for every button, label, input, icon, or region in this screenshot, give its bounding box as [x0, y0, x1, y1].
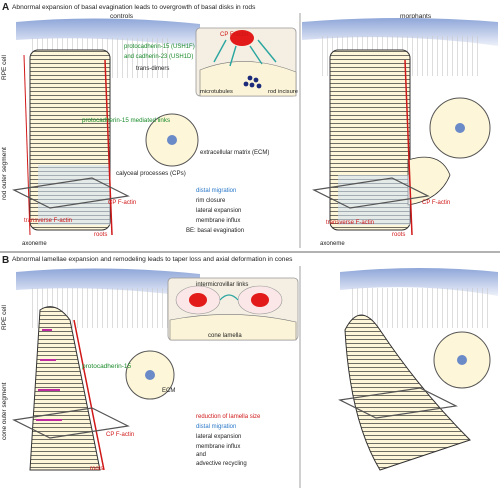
- inset-rod-incisure: rod incisure: [268, 89, 298, 95]
- section-plane-left: [12, 177, 130, 209]
- legend-b-item-2: lateral expansion: [196, 434, 241, 440]
- transverse-factin-label: transverse F-actin: [24, 218, 72, 224]
- side-label-a: rod outer segment: [1, 147, 8, 200]
- microtubules: [243, 75, 262, 89]
- panel-a-letter: A: [2, 2, 9, 13]
- pcdh15-label-b: protocadherin-15: [82, 363, 132, 370]
- cp-factin-label: CP F-actin: [108, 200, 136, 206]
- cone-outer-segment-left: [29, 306, 101, 471]
- cp-factin-left: [104, 59, 113, 236]
- panel-b: B Abnormal lamellae expansion and remode…: [0, 251, 500, 488]
- calyceal-label: calyceal processes (CPs): [116, 170, 186, 177]
- legend-a-item-2: lateral expansion: [196, 208, 241, 214]
- legend-b-item-4: and: [196, 452, 206, 458]
- microvillus-right-actin: [251, 293, 269, 307]
- trans-dimer-links: [213, 39, 277, 67]
- intermicrovillar-link: [219, 294, 239, 301]
- legend-b: reduction of lamella size distal migrati…: [196, 414, 261, 467]
- axoneme-label: axoneme: [22, 241, 47, 247]
- cone-lamella-shape: [169, 314, 297, 341]
- overgrown-basal-disks: [407, 156, 451, 206]
- panel-b-letter: B: [2, 255, 9, 266]
- cp-factin-label-b: CP F-actin: [106, 432, 134, 438]
- roots-label-r: roots: [392, 232, 405, 238]
- inset-cp-factin: CP F-actin: [220, 32, 248, 38]
- cone-axoneme-cross-left: [145, 370, 155, 380]
- section-plane-b-right: [338, 387, 458, 419]
- basal-disks-left: [38, 165, 110, 225]
- rpe-label-a: RPE cell: [1, 55, 8, 80]
- panel-a-controls-heading: controls: [110, 13, 134, 20]
- cp-factin-b-left: [73, 319, 105, 471]
- legend-a: distal migration rim closure lateral exp…: [186, 188, 244, 234]
- legend-b-item-0: reduction of lamella size: [196, 414, 261, 420]
- cone-outer-segment-right: [344, 314, 471, 471]
- section-plane-right: [312, 177, 430, 209]
- section-plane-b-left: [12, 407, 130, 439]
- transverse-factin-label-r: transverse F-actin: [326, 220, 374, 226]
- cone-lamella-rims-left: [36, 329, 62, 421]
- legend-b-item-1: distal migration: [196, 424, 236, 430]
- inset-cdh23: and cadherin-23 (USH1D): [124, 54, 193, 60]
- legend-a-item-0: distal migration: [196, 188, 236, 194]
- rpe-label-b: RPE cell: [1, 305, 8, 330]
- pcdh15-links-label: protocadherin-15 mediated links: [82, 117, 170, 124]
- cone-lamella-label: cone lamella: [208, 333, 242, 339]
- panel-a: A Abnormal expansion of basal evaginatio…: [1, 2, 498, 248]
- inset-microtubules: microtubules: [200, 89, 233, 95]
- panel-a-title: Abnormal expansion of basal evagination …: [12, 4, 256, 11]
- legend-b-item-5: advective recycling: [196, 461, 247, 467]
- inset-pcdh15: protocadherin-15 (USH1F): [124, 44, 195, 50]
- legend-a-item-4: BE: basal evagination: [186, 228, 244, 234]
- side-label-b: cone outer segment: [1, 382, 8, 440]
- cp-factin-left-2: [23, 54, 31, 236]
- axoneme-cross-right: [455, 123, 465, 133]
- panel-a-morphants-heading: morphants: [400, 13, 432, 20]
- cp-factin-inset: [230, 30, 254, 46]
- intermicrovillar-label: intermicrovillar links: [196, 282, 248, 288]
- microvillus-left-actin: [189, 293, 207, 307]
- legend-a-item-1: rim closure: [196, 198, 226, 204]
- cone-axoneme-cross-right: [457, 355, 467, 365]
- cp-factin-right: [404, 59, 413, 236]
- inset-trans-dimers: trans-dimers: [136, 66, 169, 72]
- basal-disks-right: [338, 175, 410, 225]
- axoneme-label-r: axoneme: [320, 241, 345, 247]
- axoneme-cross-left: [167, 135, 177, 145]
- ecm-label: extracellular matrix (ECM): [200, 150, 269, 156]
- panel-b-title: Abnormal lamellae expansion and remodeli…: [12, 256, 293, 263]
- ecm-label-b: ECM: [162, 388, 175, 394]
- legend-b-item-3: membrane influx: [196, 444, 240, 450]
- roots-label: roots: [94, 232, 107, 238]
- roots-label-b: roots: [90, 466, 103, 472]
- legend-a-item-3: membrane influx: [196, 218, 240, 224]
- cp-factin-label-r: CP F-actin: [422, 200, 450, 206]
